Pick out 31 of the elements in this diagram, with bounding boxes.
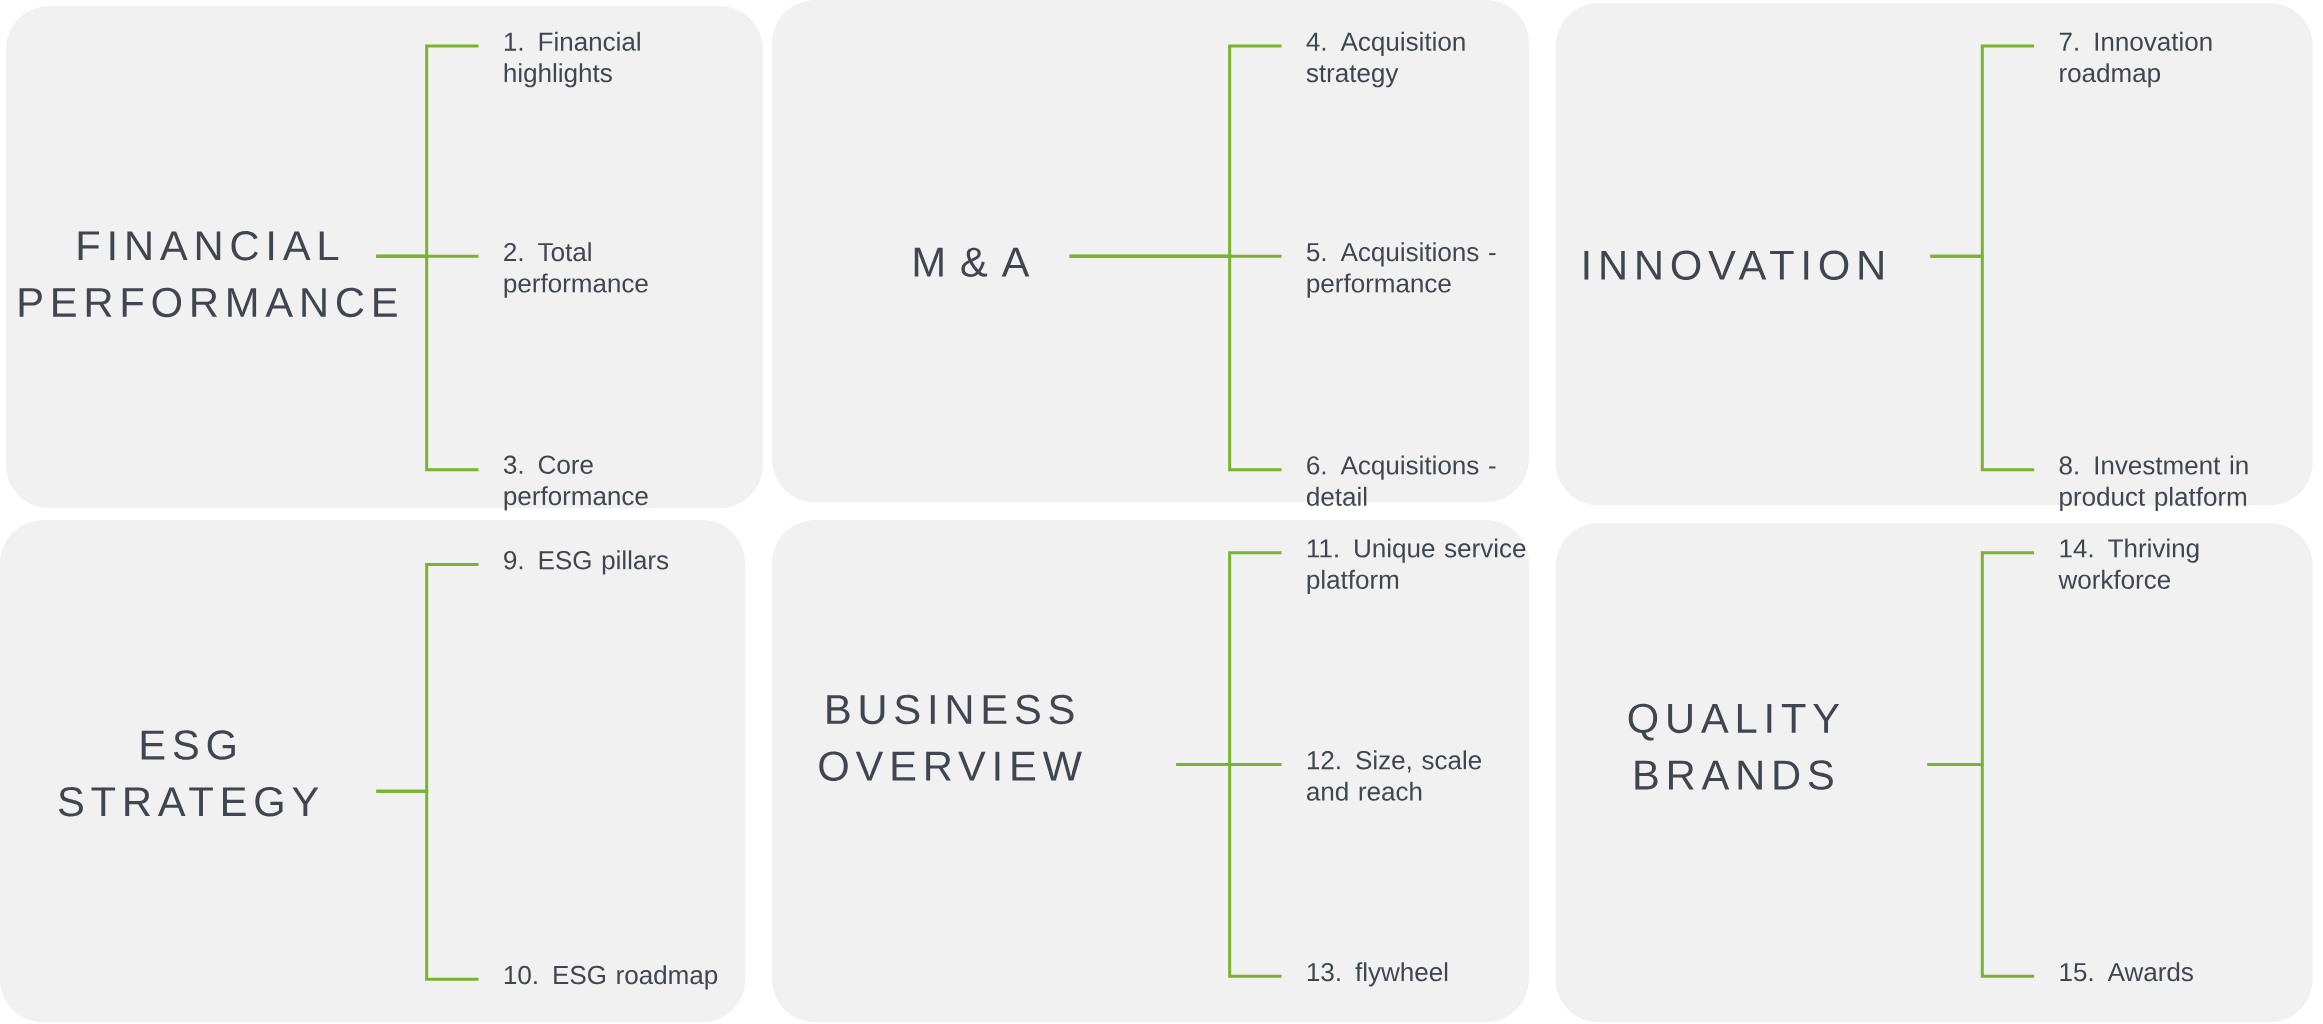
item-label: 9. ESG pillars: [504, 550, 669, 575]
item-label: 13. flywheel: [1307, 962, 1448, 987]
connector-line: [1069, 254, 1282, 472]
panel-box: [771, 520, 1529, 1023]
connector-line: [1176, 763, 1282, 978]
item-label: 14. Thriving workforce: [2058, 538, 2199, 589]
item-label: 7. Innovation roadmap: [2059, 31, 2212, 88]
panel-box: [0, 520, 746, 1023]
section-title: QUALITY BRANDS: [1628, 703, 1840, 790]
item-label: 15. Awards: [2060, 962, 2193, 982]
section-title: ESG STRATEGY: [58, 730, 319, 817]
section-title: BUSINESS OVERVIEW: [819, 694, 1082, 781]
panel-box: [1555, 523, 2313, 1023]
connector-line: [1930, 254, 2035, 472]
item-label: 10. ESG roadmap: [504, 965, 718, 990]
item-label: 5. Acquisitions - performance: [1306, 242, 1496, 298]
connector-line: [376, 254, 479, 472]
connector-line: [1927, 763, 2035, 978]
item-label: 12. Size, scale and reach: [1307, 750, 1481, 801]
item-label: 3. Core performance: [503, 455, 648, 511]
connector-line: [376, 789, 479, 981]
item-label: 4. Acquisition strategy: [1306, 31, 1465, 88]
panel-box: [5, 5, 763, 509]
section-title: FINANCIAL PERFORMANCE: [19, 231, 397, 318]
item-label: 2. Total performance: [504, 242, 648, 298]
section-title: M & A: [914, 247, 1030, 277]
section-title: INNOVATION: [1584, 250, 1883, 280]
item-label: 8. Investment in product platform: [2059, 455, 2248, 512]
item-label: 6. Acquisitions - detail: [1307, 455, 1496, 506]
item-label: 1. Financial highlights: [504, 31, 640, 88]
item-label: 11. Unique service platform: [1307, 538, 1526, 595]
